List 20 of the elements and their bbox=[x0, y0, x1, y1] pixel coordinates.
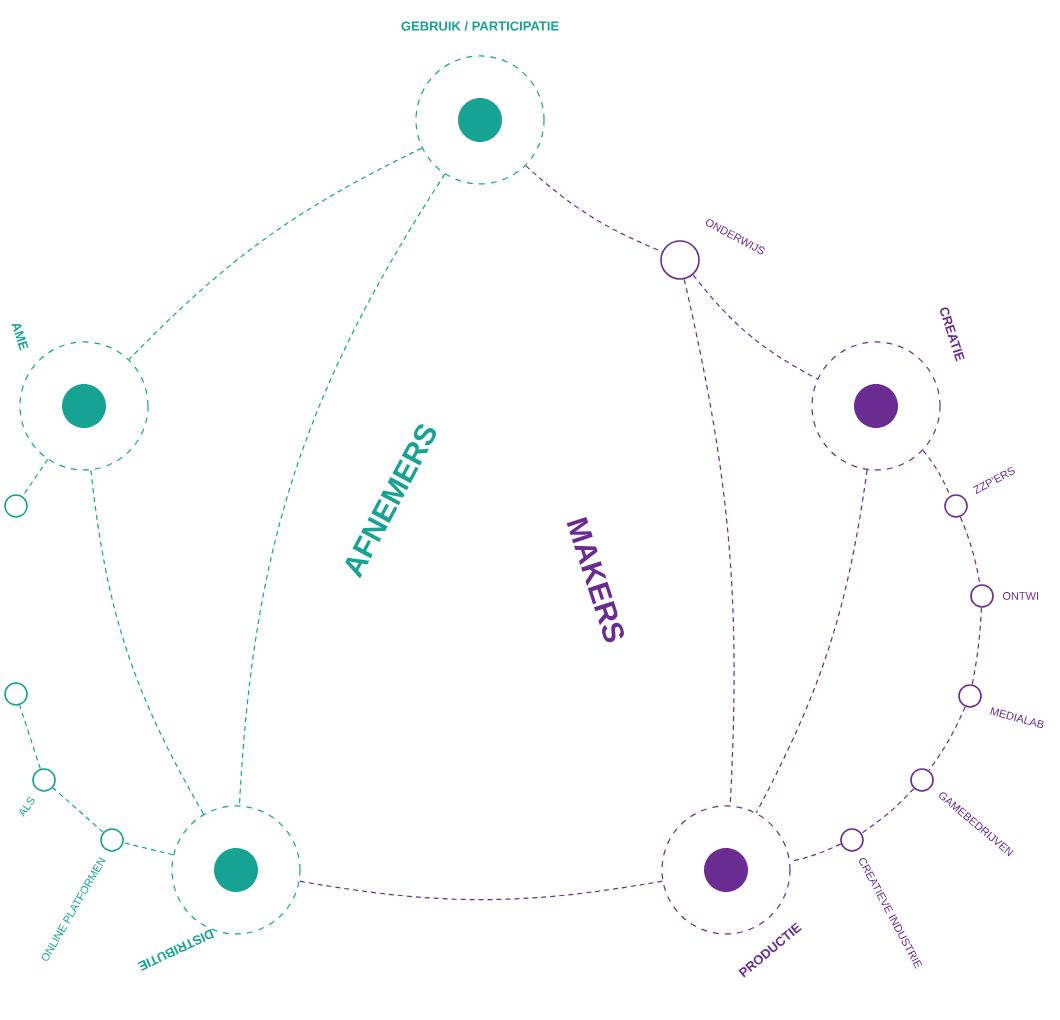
dashed-connector bbox=[755, 469, 868, 814]
small-circle bbox=[4, 494, 28, 518]
dashed-connector bbox=[525, 165, 663, 253]
dashed-connector bbox=[959, 516, 981, 585]
dashed-connector bbox=[922, 449, 951, 497]
dashed-connector bbox=[928, 706, 966, 771]
dashed-connector bbox=[861, 787, 915, 834]
dashed-connector bbox=[299, 880, 663, 901]
dashed-connector bbox=[52, 787, 104, 833]
dashed-connector bbox=[238, 173, 446, 807]
dashed-connector bbox=[122, 842, 174, 856]
dashed-connector bbox=[971, 607, 982, 685]
dashed-connector bbox=[128, 147, 423, 361]
dashed-connector bbox=[789, 843, 842, 863]
dashed-connector bbox=[19, 704, 41, 770]
dashed-connector bbox=[90, 469, 205, 815]
dashed-connector bbox=[683, 278, 735, 807]
small-circle bbox=[4, 682, 28, 706]
dashed-connector bbox=[692, 274, 818, 380]
dashed-connector bbox=[22, 458, 49, 497]
